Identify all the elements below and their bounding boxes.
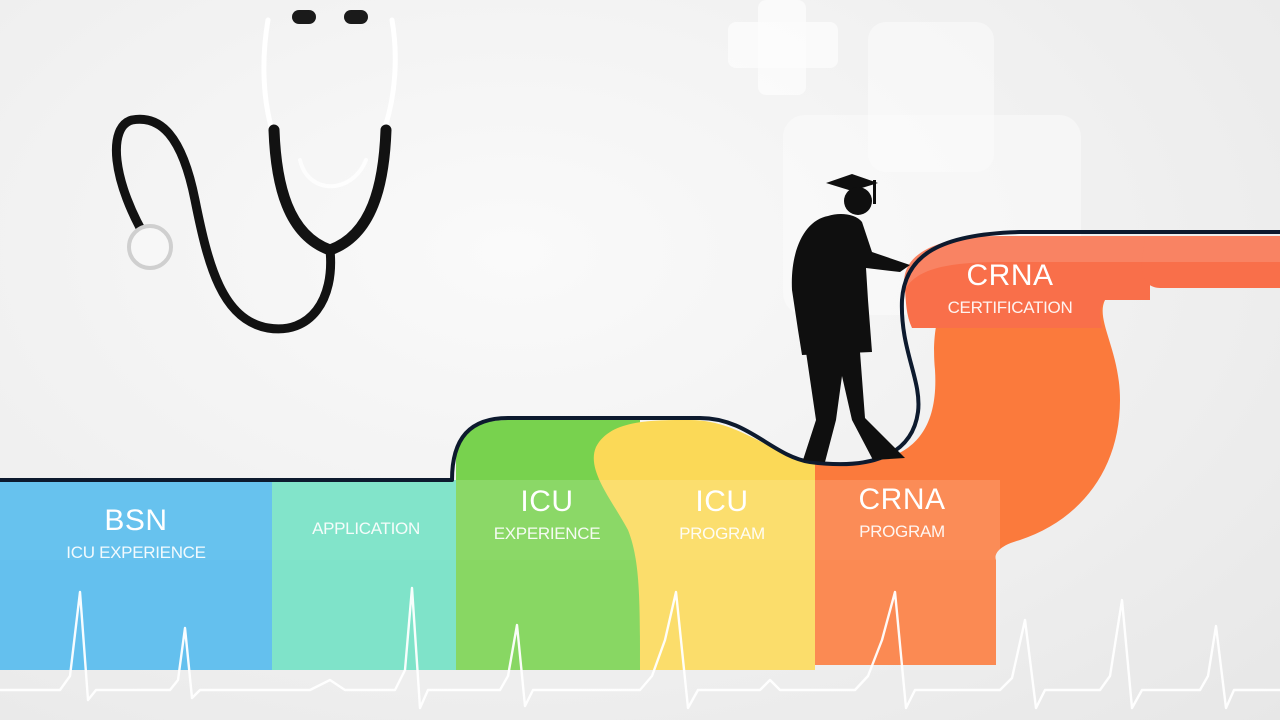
career-path-blocks [0, 236, 1280, 670]
stage-subtitle-crna-certification: CERTIFICATION [947, 298, 1073, 317]
heartbeat-line-icon [0, 586, 1280, 710]
stage-block-bsn [0, 480, 272, 670]
stage-title-crna-program: CRNA [858, 483, 946, 516]
stage-label-bsn: BSN ICU EXPERIENCE [66, 504, 206, 562]
stethoscope-earpiece-left [292, 10, 316, 24]
graduate-silhouette-icon [791, 174, 910, 462]
stage-block-certification-extension [1141, 236, 1280, 288]
stage-block-icu-experience [456, 420, 640, 670]
stethoscope-icon [112, 17, 398, 334]
stage-subtitle-icu-program: PROGRAM [679, 524, 765, 543]
stage-label-icu-program: ICU PROGRAM [679, 485, 765, 543]
stage-block-crna-program [815, 236, 1150, 665]
stage-subtitle-application: APPLICATION [312, 519, 420, 538]
stage-title-icu-experience: ICU [520, 485, 574, 518]
stethoscope-earpiece-right [344, 10, 368, 24]
block-highlights [0, 236, 1280, 560]
stage-block-icu-program [593, 420, 815, 670]
stage-subtitle-crna-program: PROGRAM [859, 522, 945, 541]
stage-block-application [272, 480, 458, 670]
stage-label-icu-experience: ICU EXPERIENCE [493, 485, 601, 543]
stage-title-icu-program: ICU [695, 485, 749, 518]
stage-title-bsn: BSN [104, 504, 168, 537]
stage-label-crna-certification: CRNA CERTIFICATION [947, 259, 1073, 317]
stage-block-crna-certification [904, 236, 1150, 328]
stage-subtitle-icu-experience: EXPERIENCE [493, 524, 601, 543]
lower-fade-band [0, 560, 1000, 670]
stage-subtitle-bsn: ICU EXPERIENCE [66, 543, 206, 562]
stage-title-crna-certification: CRNA [966, 259, 1054, 292]
stethoscope-chest-piece [127, 224, 173, 270]
stage-label-application: APPLICATION [312, 520, 420, 537]
stage-label-crna-program: CRNA PROGRAM [858, 483, 946, 541]
